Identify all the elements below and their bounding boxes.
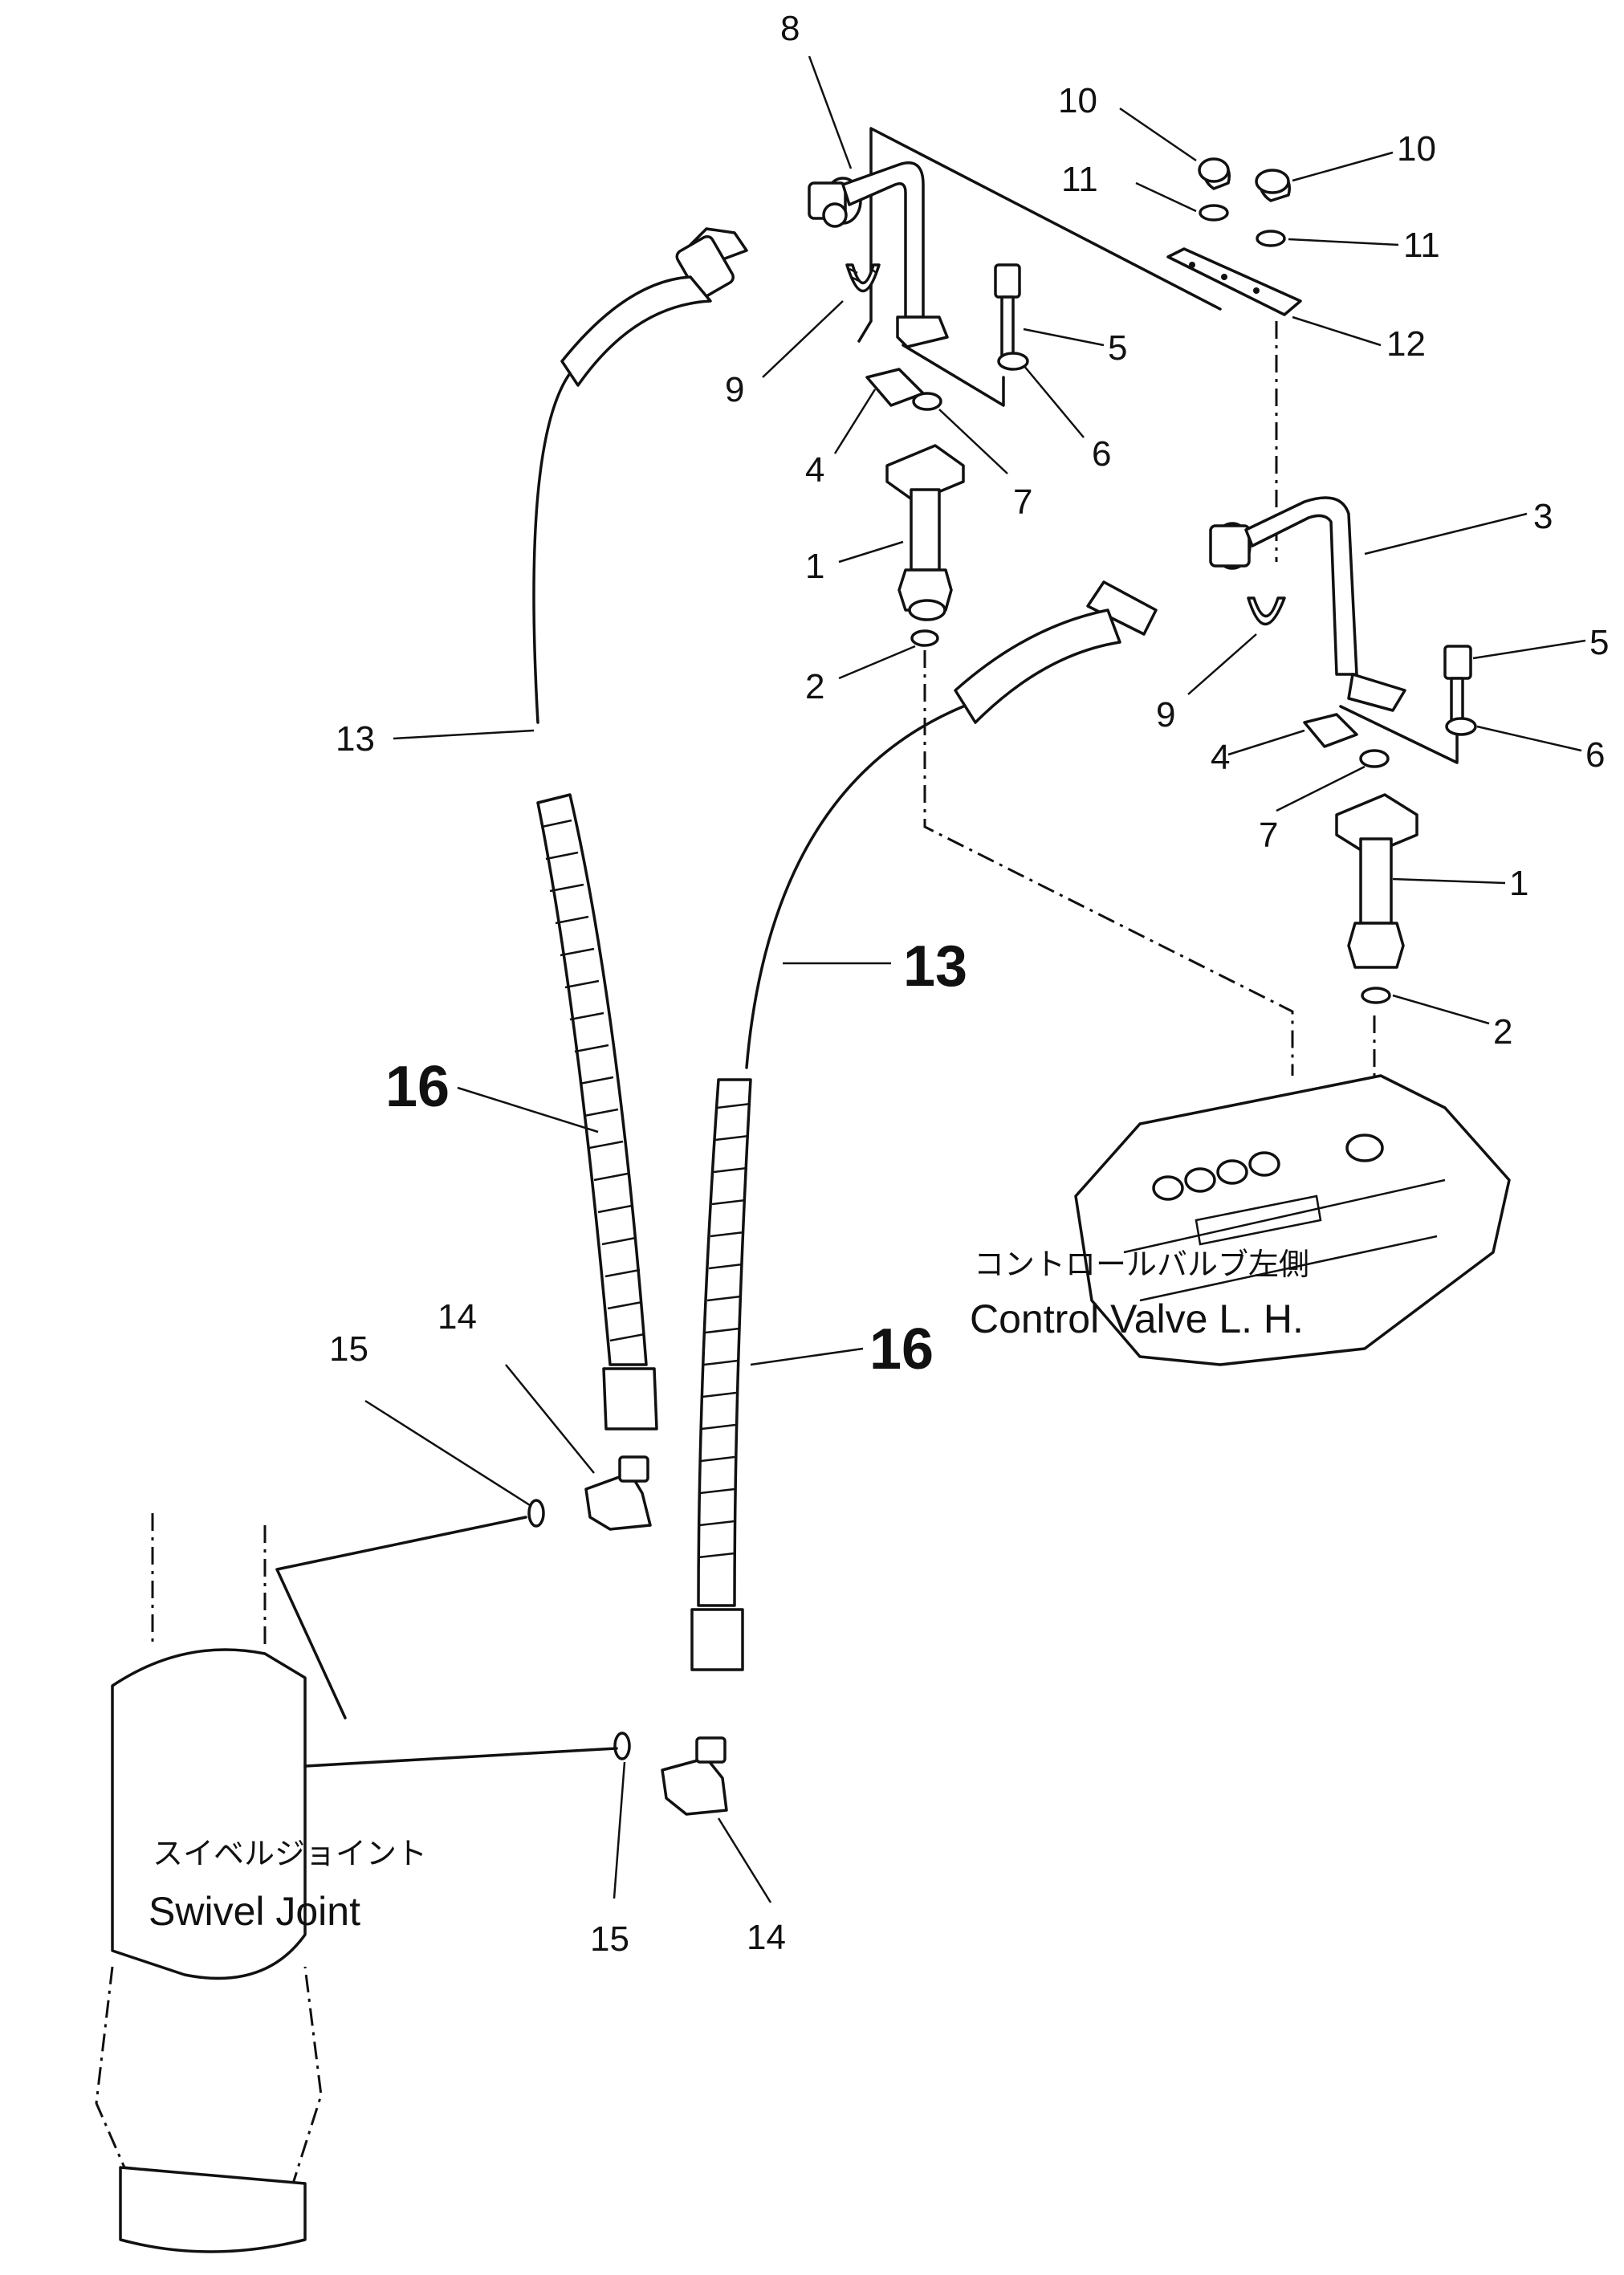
callout-4-lower: 4: [1211, 738, 1230, 777]
callout-11-left: 11: [1061, 160, 1098, 199]
callout-11-right: 11: [1403, 226, 1440, 265]
swivel-joint-label-en: Swivel Joint: [149, 1889, 360, 1934]
callout-6-upper: 6: [1092, 434, 1111, 474]
callout-13-left: 13: [336, 719, 375, 759]
callout-14-upper: 14: [438, 1297, 477, 1337]
swivel-joint-drawing: [95, 1513, 618, 2253]
hose-13-right: [745, 580, 1158, 1069]
callout-13-right: 13: [903, 934, 967, 999]
callout-6-lower: 6: [1585, 735, 1605, 775]
callout-7-upper: 7: [1013, 482, 1032, 522]
bracket-assembly: [1166, 157, 1302, 562]
callout-5-upper: 5: [1108, 328, 1127, 368]
callout-9-upper: 9: [725, 370, 744, 409]
control-valve-label-jp: コントロールバルブ左側: [974, 1247, 1309, 1282]
callout-10-left: 10: [1058, 81, 1097, 120]
callout-15-upper: 15: [329, 1329, 368, 1369]
callout-2-lower: 2: [1493, 1012, 1512, 1052]
callout-4-upper: 4: [805, 450, 824, 490]
callout-16-right: 16: [869, 1317, 934, 1382]
hose-13-left: [532, 227, 1294, 1076]
control-valve-label-en: Control Valve L. H.: [970, 1296, 1304, 1341]
elbow-fittings: [527, 1455, 728, 1816]
pipe-assembly-right: [1209, 496, 1477, 1124]
callout-8: 8: [780, 9, 800, 48]
callout-14-lower: 14: [747, 1918, 786, 1957]
component-labels: コントロールバルブ左側 Control Valve L. H. スイベルジョイン…: [149, 1247, 1309, 1934]
callout-9-lower: 9: [1156, 695, 1175, 735]
callout-1-upper: 1: [805, 547, 824, 586]
swivel-joint-label-jp: スイベルジョイント: [153, 1836, 427, 1871]
callout-1-lower: 1: [1509, 864, 1528, 903]
sleeve-16-right: [690, 1078, 752, 1671]
callout-12: 12: [1386, 324, 1426, 364]
callout-15-lower: 15: [590, 1919, 629, 1959]
control-valve-drawing: [1074, 1074, 1511, 1366]
callout-numbers: 8 10 10 11 11 12 5 6 9 4 7 1 2 3 5 9 4 6…: [329, 9, 1609, 1959]
callout-16-left: 16: [385, 1055, 450, 1119]
callout-5-lower: 5: [1589, 623, 1609, 662]
callout-7-lower: 7: [1259, 816, 1278, 855]
callout-3: 3: [1533, 497, 1553, 536]
callout-10-right: 10: [1397, 129, 1436, 169]
callout-2-upper: 2: [805, 667, 824, 706]
leader-lines: [364, 55, 1586, 1903]
sleeve-16-left: [536, 793, 658, 1431]
pipe-assembly-left: [808, 127, 1222, 647]
